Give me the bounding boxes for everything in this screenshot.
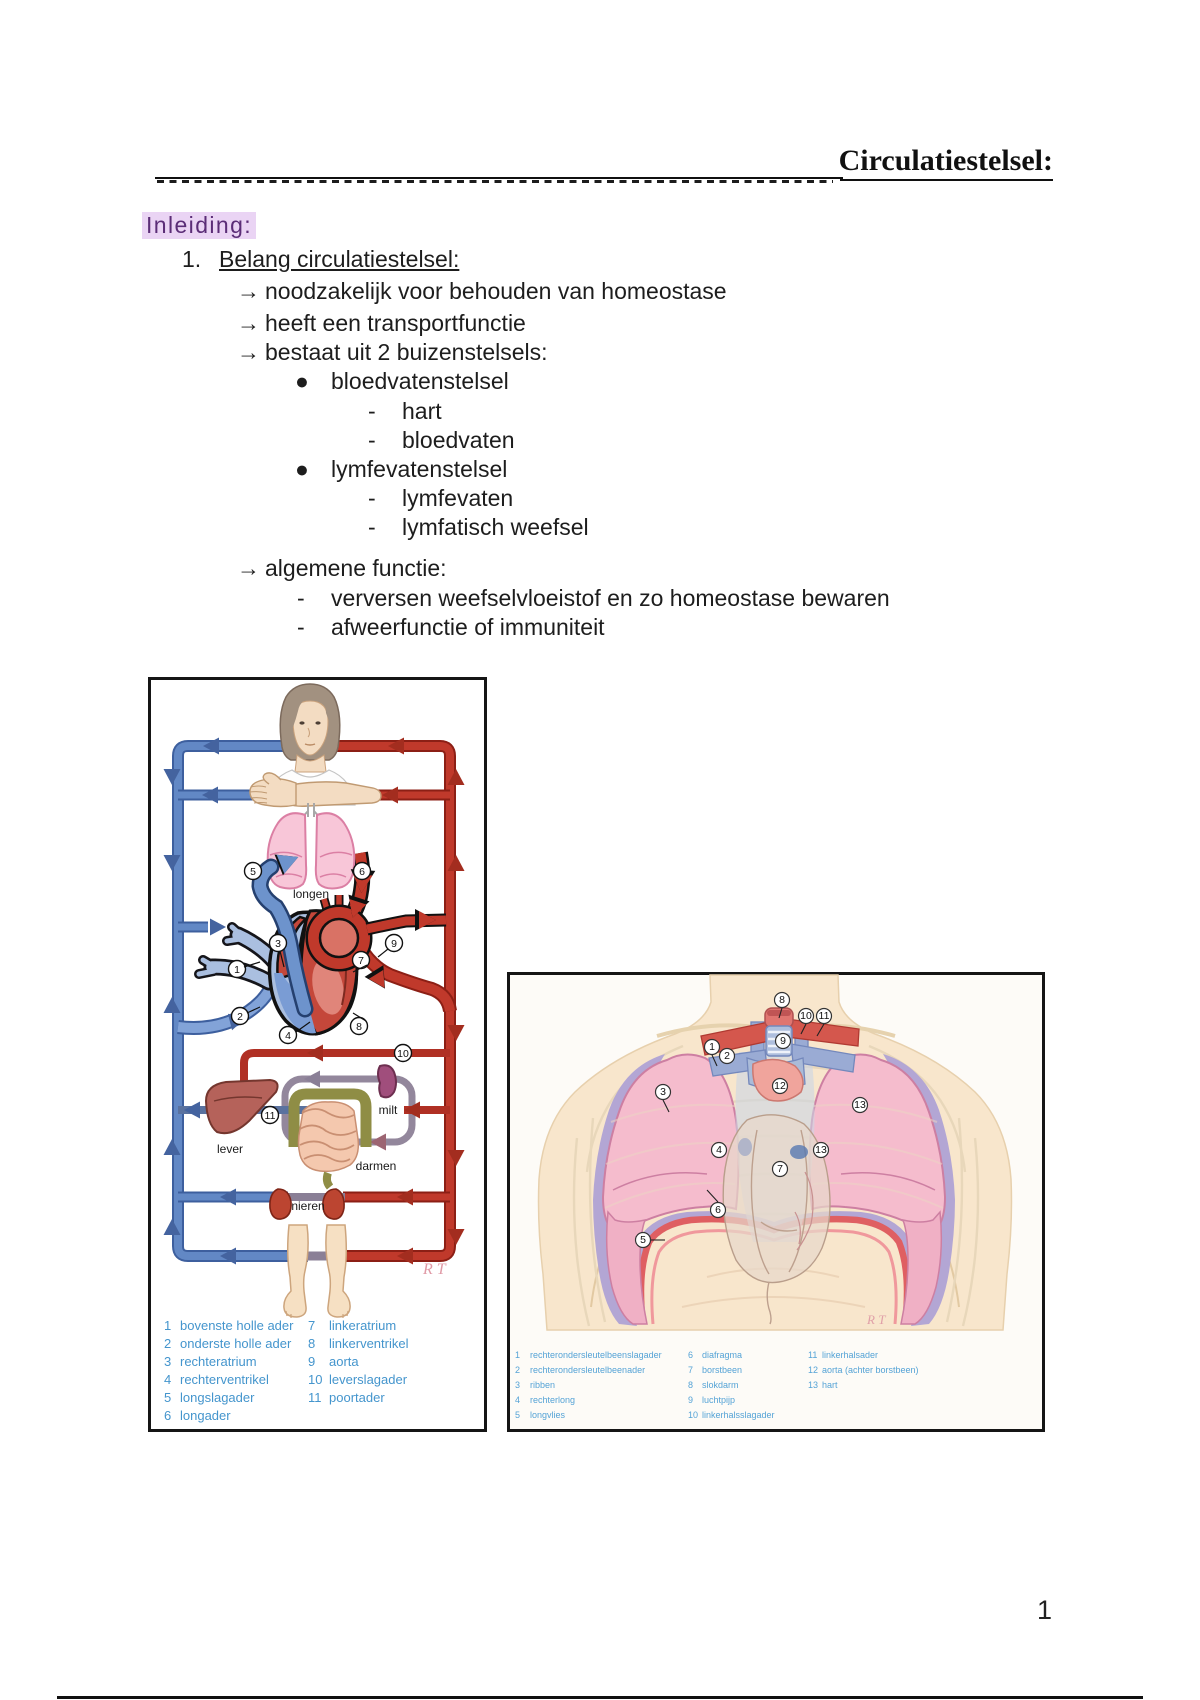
- svg-text:1: 1: [164, 1318, 171, 1333]
- svg-text:R T: R T: [422, 1261, 447, 1278]
- svg-text:11: 11: [819, 1010, 830, 1022]
- svg-text:borstbeen: borstbeen: [702, 1365, 742, 1375]
- svg-text:2: 2: [237, 1011, 243, 1023]
- svg-text:poortader: poortader: [329, 1390, 385, 1405]
- svg-text:linkerhalsslagader: linkerhalsslagader: [702, 1410, 775, 1420]
- svg-text:onderste holle ader: onderste holle ader: [180, 1336, 292, 1351]
- svg-text:13: 13: [815, 1144, 827, 1156]
- svg-text:4: 4: [515, 1395, 520, 1405]
- svg-text:R T: R T: [866, 1312, 886, 1327]
- svg-text:1: 1: [709, 1041, 715, 1053]
- svg-text:8: 8: [779, 994, 785, 1006]
- svg-text:rechterondersleutelbeenader: rechterondersleutelbeenader: [530, 1365, 645, 1375]
- svg-text:nieren: nieren: [291, 1199, 324, 1213]
- svg-text:9: 9: [780, 1035, 786, 1047]
- svg-text:linkerventrikel: linkerventrikel: [329, 1336, 409, 1351]
- svg-text:rechterondersleutelbeenslagade: rechterondersleutelbeenslagader: [530, 1350, 662, 1360]
- svg-text:longen: longen: [293, 887, 329, 901]
- svg-text:hart: hart: [822, 1380, 838, 1390]
- svg-text:2: 2: [724, 1050, 730, 1062]
- svg-text:longslagader: longslagader: [180, 1390, 255, 1405]
- svg-text:6: 6: [164, 1408, 171, 1423]
- svg-text:9: 9: [391, 938, 397, 950]
- svg-text:10: 10: [397, 1048, 409, 1060]
- svg-text:7: 7: [777, 1163, 783, 1175]
- svg-text:3: 3: [164, 1354, 171, 1369]
- svg-text:aorta: aorta: [329, 1354, 359, 1369]
- svg-text:lever: lever: [217, 1142, 243, 1156]
- svg-text:13: 13: [808, 1380, 818, 1390]
- svg-text:darmen: darmen: [356, 1159, 397, 1173]
- svg-text:11: 11: [265, 1110, 276, 1122]
- svg-text:ribben: ribben: [530, 1380, 555, 1390]
- svg-text:5: 5: [640, 1234, 646, 1246]
- svg-text:10: 10: [800, 1010, 812, 1022]
- svg-text:8: 8: [688, 1380, 693, 1390]
- svg-text:rechterlong: rechterlong: [530, 1395, 575, 1405]
- svg-text:bovenste holle ader: bovenste holle ader: [180, 1318, 294, 1333]
- svg-text:5: 5: [250, 866, 256, 878]
- svg-text:7: 7: [308, 1318, 315, 1333]
- svg-text:12: 12: [808, 1365, 818, 1375]
- svg-text:5: 5: [164, 1390, 171, 1405]
- svg-text:11: 11: [808, 1350, 817, 1360]
- svg-text:leverslagader: leverslagader: [329, 1372, 408, 1387]
- svg-text:diafragma: diafragma: [702, 1350, 742, 1360]
- svg-text:3: 3: [515, 1380, 520, 1390]
- svg-text:2: 2: [164, 1336, 171, 1351]
- svg-text:7: 7: [688, 1365, 693, 1375]
- svg-text:7: 7: [358, 955, 364, 967]
- svg-text:13: 13: [854, 1099, 866, 1111]
- svg-text:slokdarm: slokdarm: [702, 1380, 739, 1390]
- svg-text:11: 11: [308, 1390, 322, 1405]
- svg-text:rechteratrium: rechteratrium: [180, 1354, 257, 1369]
- svg-text:3: 3: [660, 1086, 666, 1098]
- svg-text:1: 1: [515, 1350, 520, 1360]
- svg-text:longvlies: longvlies: [530, 1410, 566, 1420]
- svg-text:10: 10: [688, 1410, 698, 1420]
- svg-text:8: 8: [356, 1021, 362, 1033]
- svg-text:aorta (achter borstbeen): aorta (achter borstbeen): [822, 1365, 919, 1375]
- svg-text:longader: longader: [180, 1408, 231, 1423]
- svg-text:10: 10: [308, 1372, 322, 1387]
- svg-text:6: 6: [715, 1204, 721, 1216]
- svg-text:6: 6: [688, 1350, 693, 1360]
- svg-text:5: 5: [515, 1410, 520, 1420]
- svg-text:milt: milt: [379, 1103, 398, 1117]
- svg-text:linkerhalsader: linkerhalsader: [822, 1350, 878, 1360]
- svg-text:9: 9: [308, 1354, 315, 1369]
- svg-text:9: 9: [688, 1395, 693, 1405]
- svg-text:3: 3: [275, 938, 281, 950]
- svg-text:6: 6: [359, 866, 365, 878]
- svg-text:linkeratrium: linkeratrium: [329, 1318, 396, 1333]
- svg-text:4: 4: [285, 1030, 291, 1042]
- svg-text:2: 2: [515, 1365, 520, 1375]
- svg-text:4: 4: [164, 1372, 171, 1387]
- svg-text:rechterventrikel: rechterventrikel: [180, 1372, 269, 1387]
- svg-text:12: 12: [774, 1080, 786, 1092]
- svg-text:1: 1: [234, 964, 240, 976]
- svg-text:luchtpijp: luchtpijp: [702, 1395, 735, 1405]
- svg-text:8: 8: [308, 1336, 315, 1351]
- svg-text:4: 4: [716, 1144, 722, 1156]
